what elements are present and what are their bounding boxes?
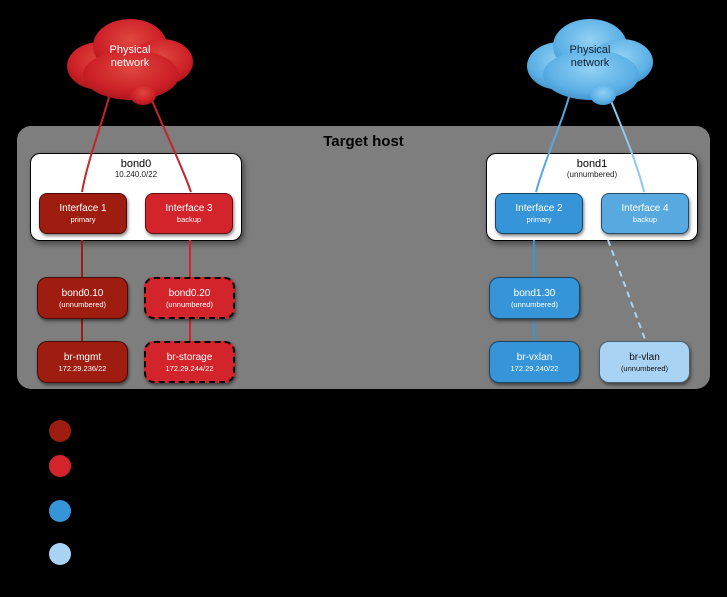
bond0-10-node: bond0.10 (unnumbered) xyxy=(37,277,128,319)
br-vlan-subtitle: (unnumbered) xyxy=(620,363,669,373)
interface-3-role: backup xyxy=(176,215,202,224)
br-vxlan-label: br-vxlan xyxy=(516,351,553,363)
bond1-name: bond1 xyxy=(576,158,608,170)
bond0-interfaces-row: Interface 1 primary Interface 3 backup xyxy=(39,193,233,234)
interface-2-role: primary xyxy=(526,215,552,224)
br-vlan-node: br-vlan (unnumbered) xyxy=(599,341,690,383)
interface-1-role: primary xyxy=(70,215,96,224)
interface-2-node: Interface 2 primary xyxy=(495,193,583,234)
br-mgmt-label: br-mgmt xyxy=(63,351,102,363)
br-storage-node: br-storage 172.29.244/22 xyxy=(144,341,235,383)
legend-swatch-dark-red xyxy=(49,420,71,442)
br-storage-label: br-storage xyxy=(166,351,213,363)
bond0-10-subtitle: (unnumbered) xyxy=(58,299,107,309)
br-vxlan-subtitle: 172.29.240/22 xyxy=(510,363,559,373)
physical-network-label-left: Physical network xyxy=(109,44,151,69)
interface-4-role: backup xyxy=(632,215,658,224)
bond0-20-node: bond0.20 (unnumbered) xyxy=(144,277,235,319)
interface-3-label: Interface 3 xyxy=(165,203,213,214)
interface-4-node: Interface 4 backup xyxy=(601,193,689,234)
legend-swatch-light-blue xyxy=(49,543,71,565)
bond1-30-node: bond1.30 (unnumbered) xyxy=(489,277,580,319)
bond0-20-label: bond0.20 xyxy=(168,287,211,299)
bond1-30-subtitle: (unnumbered) xyxy=(510,299,559,309)
br-vxlan-node: br-vxlan 172.29.240/22 xyxy=(489,341,580,383)
bond1-30-label: bond1.30 xyxy=(513,287,556,299)
interface-1-label: Interface 1 xyxy=(59,203,107,214)
target-host-title: Target host xyxy=(323,133,404,150)
bond1-subnet: (unnumbered) xyxy=(566,170,618,179)
bond1-group: bond1 (unnumbered) Interface 2 primary I… xyxy=(486,153,698,241)
bond1-interfaces-row: Interface 2 primary Interface 4 backup xyxy=(495,193,689,234)
bond0-20-subtitle: (unnumbered) xyxy=(165,299,214,309)
br-mgmt-subtitle: 172.29.236/22 xyxy=(58,363,107,373)
br-vlan-label: br-vlan xyxy=(629,351,660,363)
bond0-subnet: 10.240.0/22 xyxy=(114,170,158,179)
bond0-group: bond0 10.240.0/22 Interface 1 primary In… xyxy=(30,153,242,241)
interface-2-label: Interface 2 xyxy=(515,203,563,214)
legend-swatch-red xyxy=(49,455,71,477)
interface-4-label: Interface 4 xyxy=(621,203,669,214)
br-storage-subtitle: 172.29.244/22 xyxy=(165,363,214,373)
legend-swatch-blue xyxy=(49,500,71,522)
interface-1-node: Interface 1 primary xyxy=(39,193,127,234)
bond0-10-label: bond0.10 xyxy=(61,287,104,299)
br-mgmt-node: br-mgmt 172.29.236/22 xyxy=(37,341,128,383)
bond0-name: bond0 xyxy=(120,158,152,170)
physical-network-label-right: Physical network xyxy=(569,44,611,69)
interface-3-node: Interface 3 backup xyxy=(145,193,233,234)
